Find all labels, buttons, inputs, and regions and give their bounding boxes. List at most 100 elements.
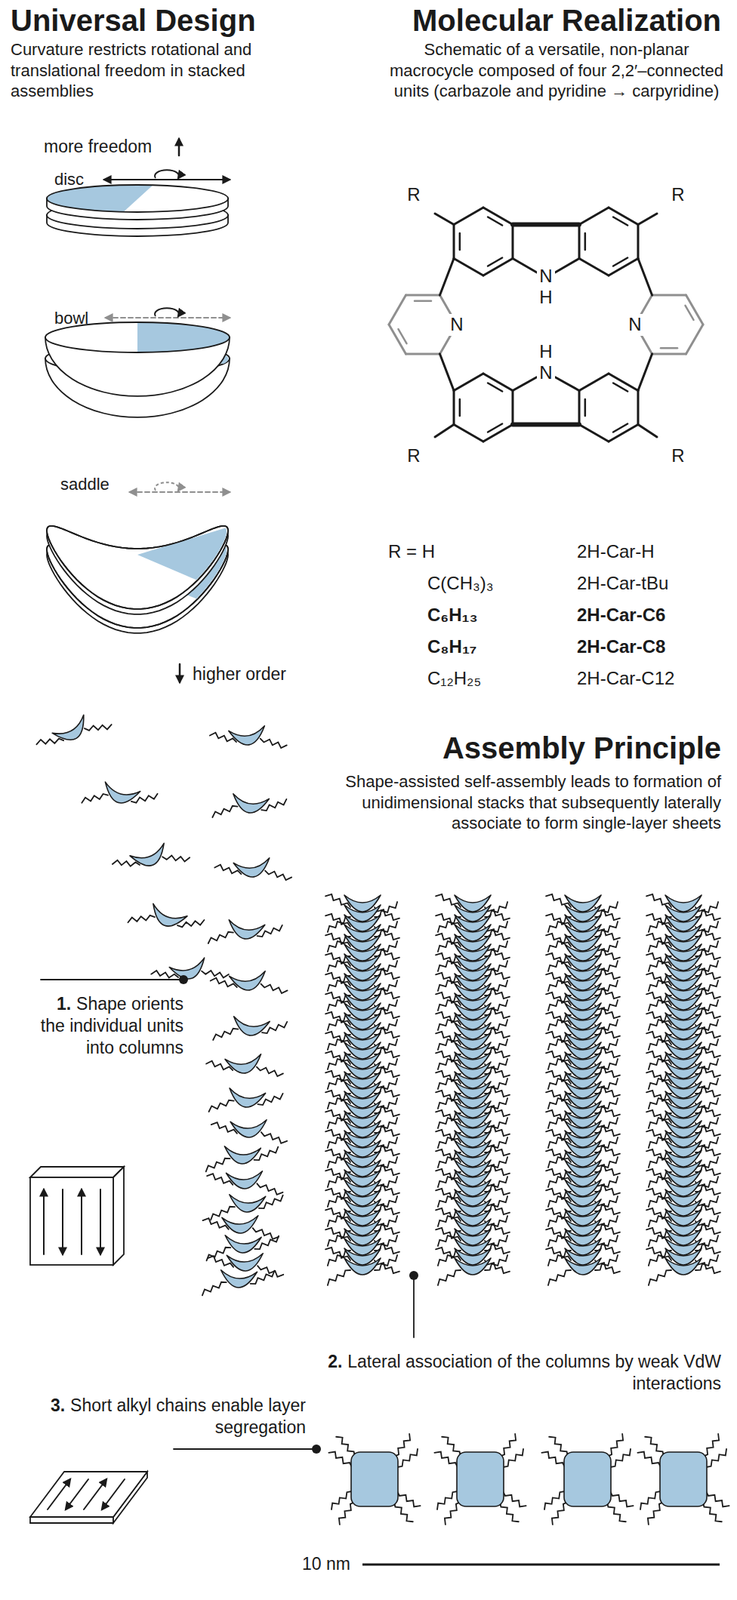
macrocycle-unit bbox=[437, 980, 508, 1012]
macrocycle-unit bbox=[206, 1170, 284, 1199]
alkyl-chain bbox=[703, 1434, 719, 1458]
bond bbox=[555, 377, 580, 392]
macrocycle-unit bbox=[648, 1255, 719, 1286]
leader-dot bbox=[178, 975, 189, 985]
macrocycle-unit bbox=[327, 1020, 398, 1051]
atom-label: N bbox=[450, 314, 463, 335]
macrocycle-unit bbox=[548, 1216, 618, 1247]
callout-number: 1. bbox=[56, 994, 71, 1015]
macrocycle-unit bbox=[548, 1137, 618, 1169]
ring-bond bbox=[406, 294, 441, 297]
alkyl-chain bbox=[394, 1502, 414, 1523]
ring-bond bbox=[483, 373, 513, 392]
alkyl-chain bbox=[208, 929, 234, 947]
bond bbox=[440, 259, 455, 297]
shape-label: bowl bbox=[54, 308, 89, 328]
column-cross-section bbox=[541, 1434, 633, 1526]
direction-arrow bbox=[43, 1190, 45, 1256]
ring-bond bbox=[652, 352, 687, 355]
double-bond bbox=[660, 347, 678, 350]
macrocycle-unit bbox=[327, 961, 398, 992]
macrocycle-unit bbox=[648, 1059, 719, 1090]
alkyl-chain bbox=[328, 1452, 352, 1468]
shape-label: disc bbox=[54, 169, 84, 189]
axis-arrow bbox=[178, 138, 181, 156]
column-cross-section bbox=[637, 1434, 729, 1526]
box-face bbox=[113, 1167, 124, 1266]
substituent-entry-block: R = H bbox=[388, 540, 502, 564]
macrocycle-body bbox=[224, 1236, 262, 1255]
ring-bond bbox=[652, 294, 687, 297]
substituent-entry-block: C₆H₁₃ bbox=[427, 604, 541, 627]
macrocycle-body bbox=[226, 1254, 264, 1273]
alkyl-chain bbox=[644, 1437, 664, 1458]
translation-arrow bbox=[104, 178, 230, 181]
atom-label-block: N bbox=[536, 265, 556, 288]
macrocycle-unit bbox=[327, 1059, 398, 1090]
bowl-shape bbox=[45, 322, 230, 418]
macrocycle-unit bbox=[327, 1137, 398, 1169]
macrocycle-body bbox=[665, 1258, 702, 1276]
macrocycle-body bbox=[233, 858, 272, 880]
alkyl-chain bbox=[607, 1502, 626, 1523]
axis-label-block: more freedom bbox=[43, 135, 176, 158]
double-bond bbox=[613, 217, 628, 226]
substituent-entry-block: C(CH₃)₃ bbox=[427, 572, 541, 596]
ring-bond bbox=[453, 373, 484, 392]
macrocycle-unit bbox=[548, 980, 618, 1012]
alkyl-chain bbox=[502, 1492, 527, 1508]
double-bond bbox=[459, 233, 462, 250]
saddle-marking bbox=[137, 528, 227, 581]
alkyl-chain bbox=[81, 789, 108, 810]
alkyl-chain bbox=[256, 1063, 284, 1080]
double-bond bbox=[487, 217, 503, 226]
section-heading-block: Assembly Principle bbox=[268, 729, 722, 768]
alkyl-chain bbox=[607, 1434, 623, 1458]
macrocycle-unit bbox=[437, 902, 508, 933]
macrocycle-unit bbox=[111, 837, 191, 886]
leader-line bbox=[413, 1277, 415, 1339]
macrocycle-unit bbox=[648, 1157, 719, 1188]
alkyl-chain bbox=[499, 1434, 516, 1458]
ring-bond bbox=[440, 295, 453, 316]
alkyl-chain bbox=[177, 912, 204, 934]
ring-bond bbox=[579, 425, 609, 443]
alkyl-chain bbox=[206, 1158, 231, 1174]
macrocycle-unit bbox=[548, 961, 618, 992]
section-description-block: Curvature restricts rotational and trans… bbox=[10, 39, 324, 102]
substituent-label-block: R bbox=[404, 184, 423, 207]
ring-bond bbox=[686, 295, 704, 325]
atom-label-block: N bbox=[625, 314, 645, 337]
macrocycle-unit bbox=[437, 1098, 508, 1129]
macrocycle-body bbox=[129, 843, 170, 872]
macrocycle-body bbox=[229, 971, 269, 993]
substituent-label: R bbox=[407, 184, 420, 205]
macrocycle-unit bbox=[548, 1177, 618, 1208]
macrocycle-body bbox=[564, 1258, 602, 1276]
macrocycle-unit bbox=[81, 776, 158, 823]
box-face bbox=[30, 1167, 124, 1178]
macrocycle-unit bbox=[437, 1236, 508, 1267]
alkyl-chain bbox=[502, 1449, 524, 1468]
macrocycle-unit bbox=[648, 1098, 719, 1129]
macrocycle-unit bbox=[648, 1236, 719, 1267]
macrocycle-body bbox=[344, 1258, 381, 1276]
substituent-label: R bbox=[671, 184, 685, 205]
double-bond bbox=[414, 300, 432, 303]
alkyl-chain bbox=[206, 1247, 232, 1263]
macrocycle-unit bbox=[212, 789, 287, 828]
macrocycle-unit bbox=[206, 1051, 284, 1087]
alkyl-chain bbox=[212, 803, 238, 821]
macrocycle-unit bbox=[437, 1079, 508, 1110]
macrocycle-unit bbox=[327, 1255, 398, 1286]
macrocycle-unit bbox=[648, 961, 719, 992]
section-heading-block: Universal Design bbox=[10, 1, 404, 40]
atom-label-block: N bbox=[536, 362, 556, 385]
column-core bbox=[351, 1452, 398, 1508]
macrocycle-unit bbox=[327, 1079, 398, 1110]
macrocycle-unit bbox=[548, 1079, 618, 1110]
macrocycle-unit bbox=[327, 1098, 398, 1129]
ring-bond bbox=[636, 391, 639, 426]
macrocycle-unit bbox=[648, 1216, 719, 1247]
saddle-rim bbox=[46, 526, 229, 610]
